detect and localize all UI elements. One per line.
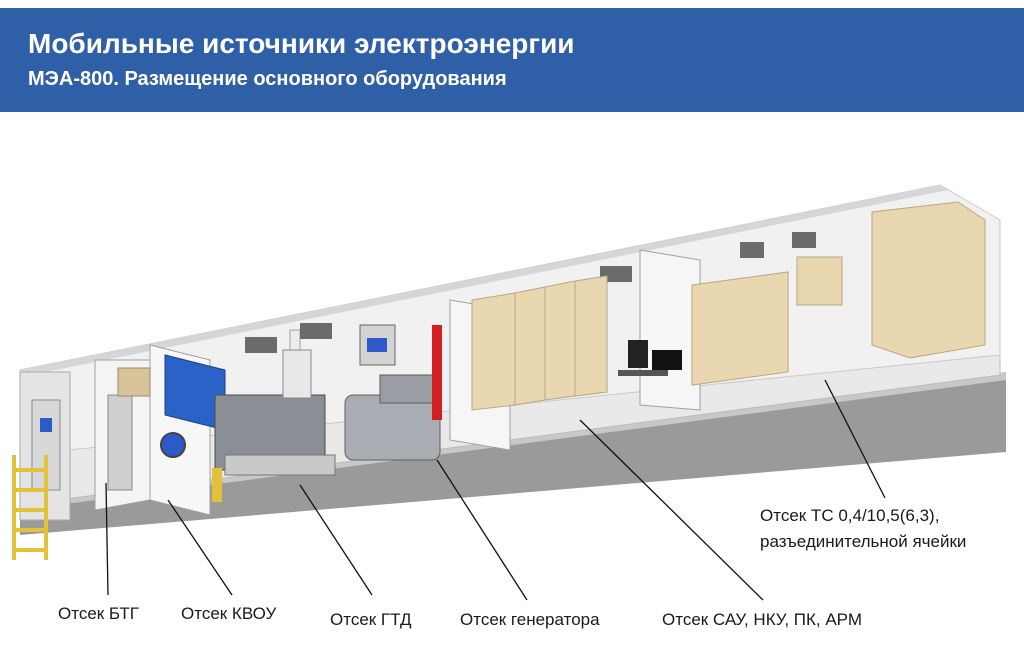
sau-cabinets	[471, 275, 608, 411]
ts-switchgear	[871, 201, 986, 359]
fire-extinguisher	[432, 325, 442, 420]
label-ts-line2: разъединительной ячейки	[760, 532, 967, 551]
header-banner: Мобильные источники электроэнергии МЭА-8…	[0, 8, 1024, 112]
arm-desk	[618, 370, 668, 376]
label-ts-line1: Отсек ТС 0,4/10,5(6,3),	[760, 506, 940, 525]
generator-body	[344, 394, 441, 461]
fire-extinguisher-2	[212, 468, 222, 502]
arm-monitor	[652, 350, 682, 370]
partition-5	[639, 249, 701, 411]
label-sau: Отсек САУ, НКУ, ПК, АРМ	[662, 610, 862, 629]
leader-lines	[105, 379, 886, 601]
label-btg: Отсек БТГ	[58, 604, 139, 623]
gtd-exhaust	[282, 349, 312, 399]
label-generator: Отсек генератора	[460, 610, 600, 629]
gtd-base-frame	[224, 454, 336, 476]
ts-small-box	[796, 256, 843, 306]
ts-transformer	[691, 271, 789, 386]
back-wall-top	[20, 185, 948, 376]
generator-terminal-box	[379, 374, 436, 404]
arm-chair	[628, 340, 648, 368]
door-window	[40, 418, 52, 432]
page-subtitle: МЭА-800. Размещение основного оборудован…	[28, 68, 507, 90]
btg-door	[107, 394, 133, 491]
btg-crates	[117, 367, 151, 397]
label-gtd: Отсек ГТД	[330, 610, 412, 629]
kvou-porthole	[160, 432, 186, 458]
gtd-panel-screen	[367, 338, 387, 352]
vent-grilles	[245, 232, 816, 353]
base-skid	[20, 372, 1006, 535]
label-kvou: Отсек КВОУ	[181, 604, 277, 623]
page-title: Мобильные источники электроэнергии	[28, 28, 575, 59]
entry-ladder	[12, 455, 48, 560]
